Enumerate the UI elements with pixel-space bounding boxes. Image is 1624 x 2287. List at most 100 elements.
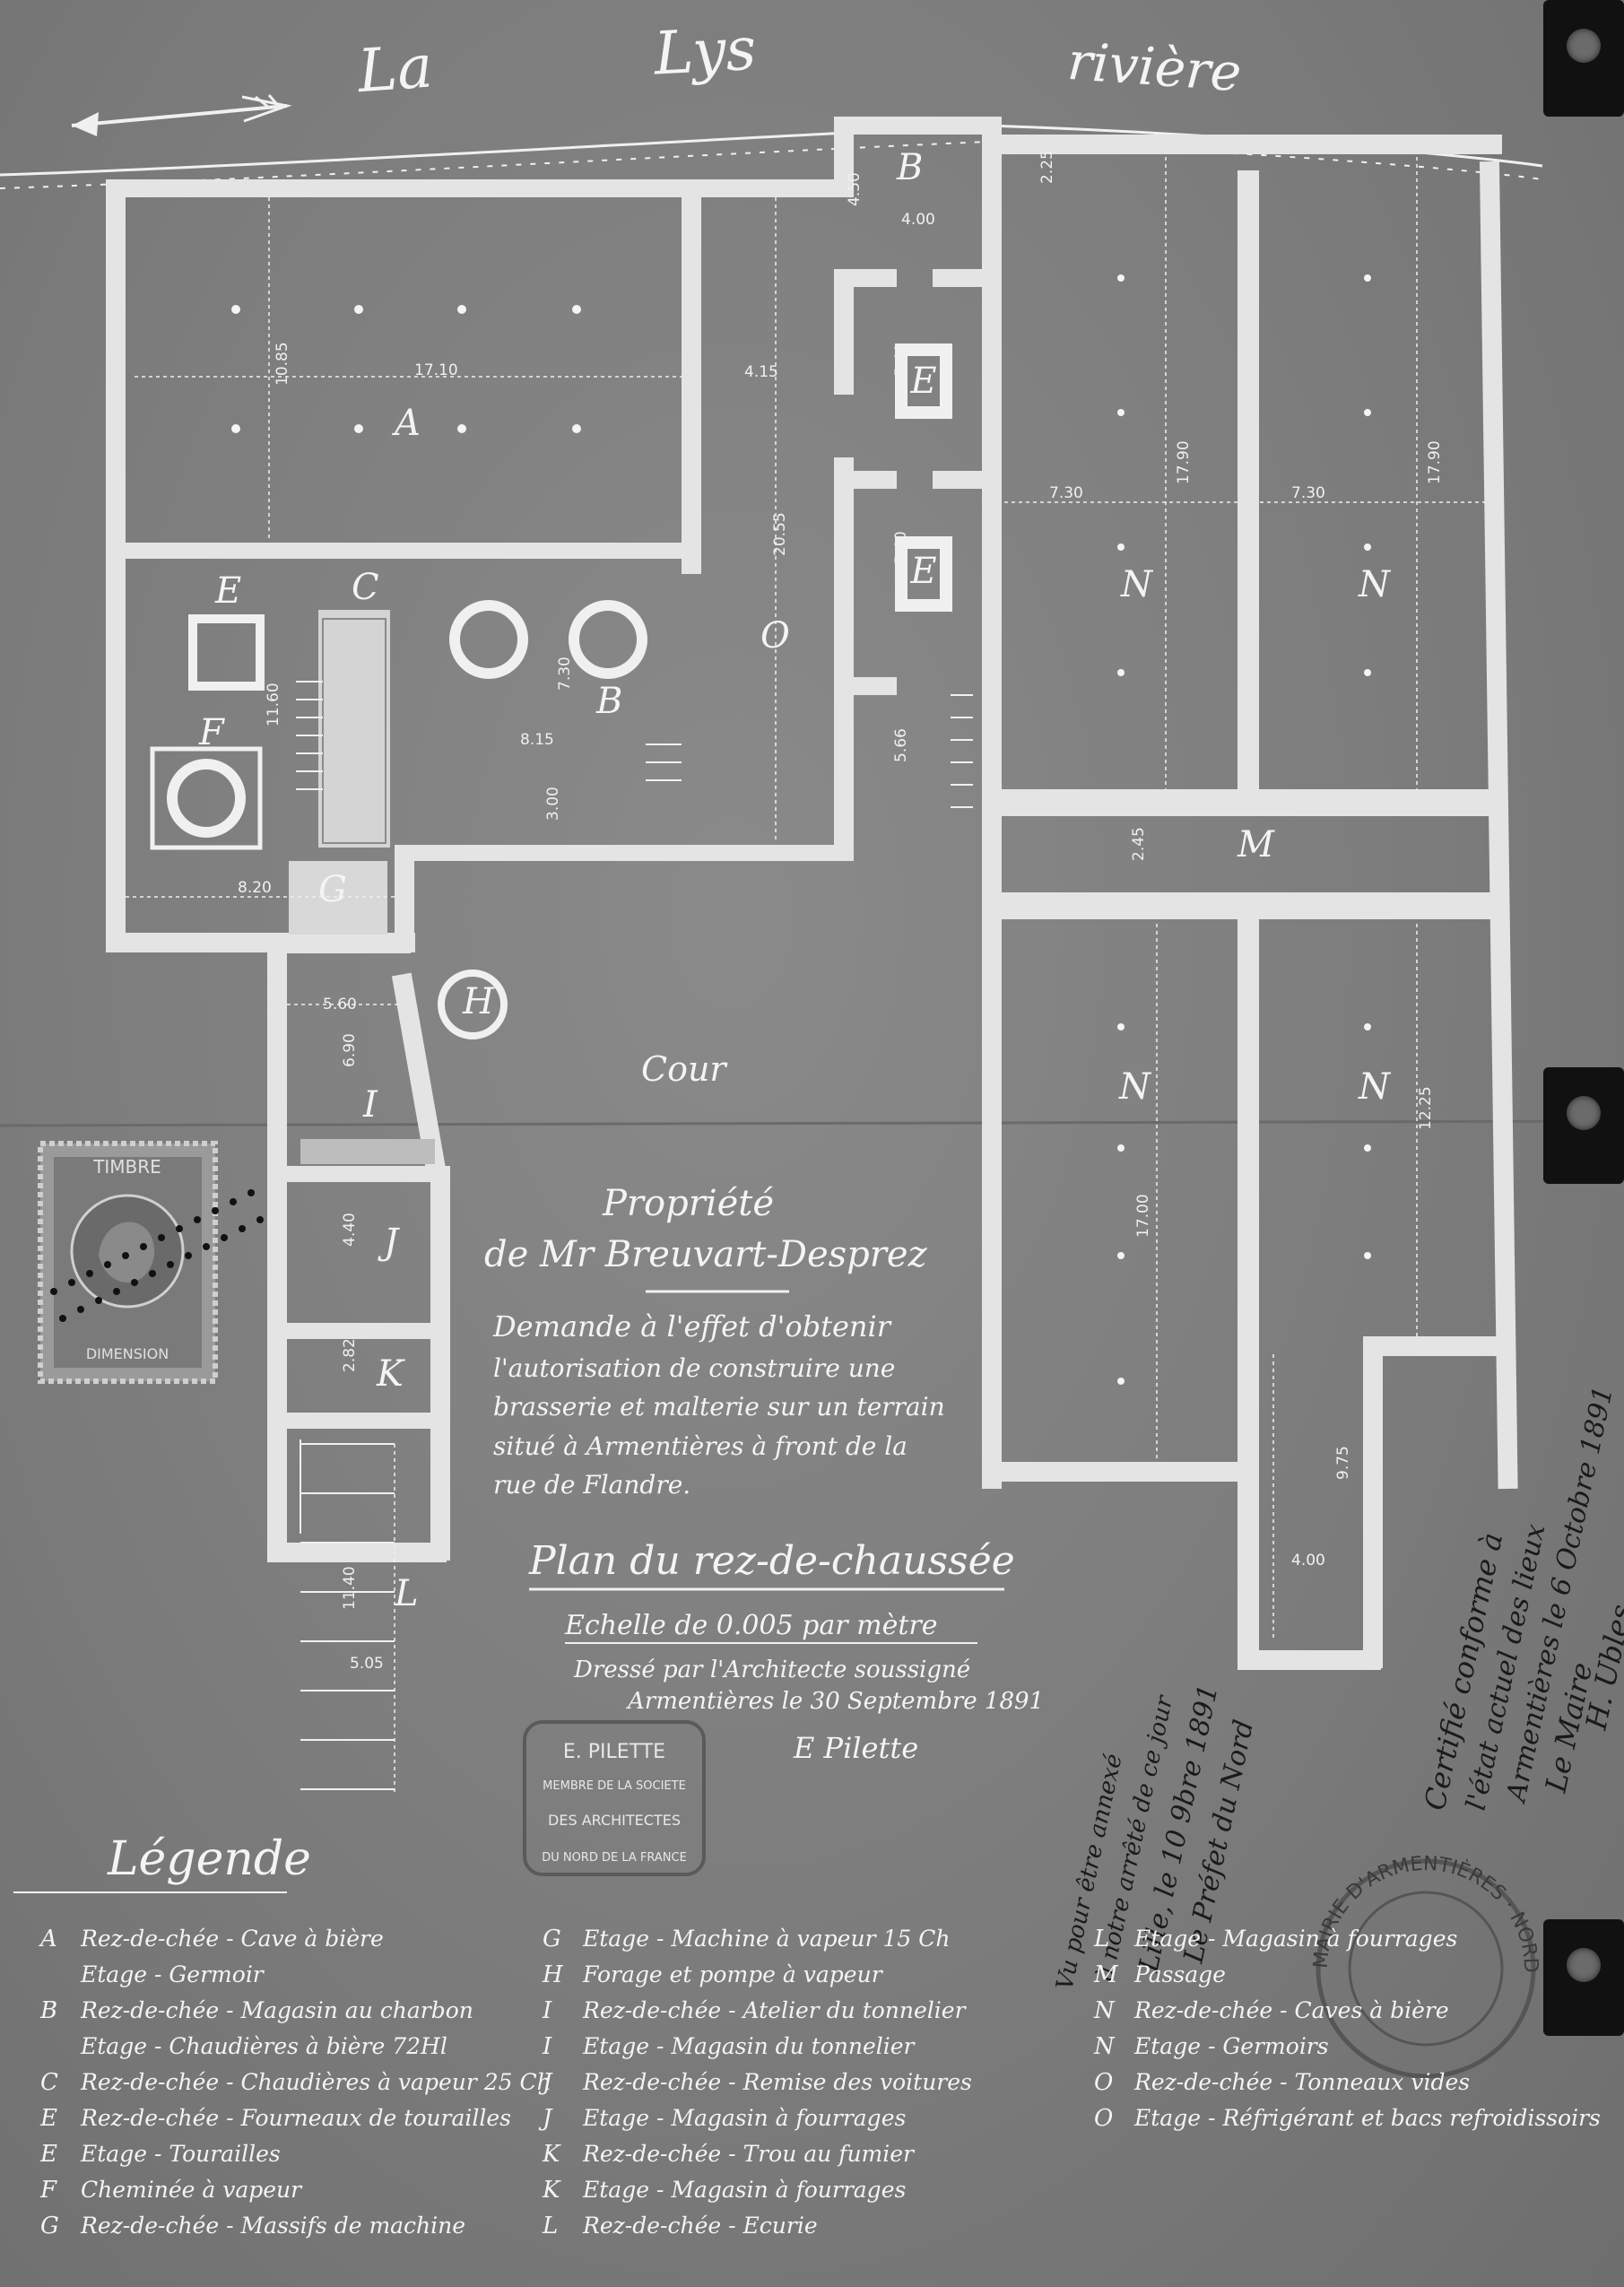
dim-n-h2: 17.90 — [1426, 440, 1444, 484]
legend-col-2-key: K — [542, 2141, 561, 2168]
dim-b-top-h: 4.50 — [846, 172, 864, 206]
title-demande-1: Demande à l'effet d'obtenir — [492, 1309, 892, 1344]
dim-a-height: 10.85 — [274, 342, 291, 386]
legend-col-2-key: J — [538, 2105, 553, 2132]
dim-a-width: 17.10 — [414, 361, 458, 379]
legend-col-3-entry: Passage — [1133, 1961, 1226, 1987]
dim-n-w2: 7.30 — [1291, 484, 1325, 502]
legend-col-3-entry: Rez-de-chée - Caves à bière — [1133, 1997, 1449, 2023]
legend-col-2-key: H — [542, 1961, 564, 1988]
room-label-l: L — [394, 1573, 419, 1614]
legend-col-2-entry: Rez-de-chée - Atelier du tonnelier — [582, 1997, 968, 2023]
legend-col-1-key: C — [40, 2069, 58, 2096]
mayor-annotation: Certifié conforme à l'état actuel des li… — [1418, 1384, 1624, 1813]
architect-stamp-line-4: DU NORD DE LA FRANCE — [542, 1851, 687, 1865]
room-label-h: H — [462, 981, 495, 1022]
fold-line — [0, 1119, 1624, 1127]
title-owner: de Mr Breuvart-Desprez — [484, 1234, 928, 1275]
legend-col-2-entry: Etage - Magasin à fourrages — [582, 2105, 906, 2131]
room-label-e-3: E — [909, 551, 936, 592]
mairie-seal-text: MAIRIE D'ARMENTIÈRES · NORD — [1310, 1853, 1542, 1973]
dim-b-top-w: 4.00 — [901, 211, 935, 229]
room-label-k: K — [376, 1353, 405, 1395]
dim-k-h: 2.82 — [341, 1338, 359, 1372]
courtyard-label: Cour — [641, 1049, 728, 1089]
binder-clip-bottom — [1543, 1919, 1624, 2036]
dresse-line-1: Dressé par l'Architecte soussigné — [573, 1657, 970, 1683]
legend-col-3-key: N — [1093, 2033, 1116, 2060]
legend-col-1-key: A — [39, 1926, 57, 1952]
legend-col-1-key: F — [39, 2177, 57, 2204]
legend-col-2-key: I — [542, 2033, 552, 2060]
binder-clip-middle — [1543, 1067, 1624, 1184]
architect-stamp-line-2: MEMBRE DE LA SOCIETE — [543, 1779, 686, 1793]
architect-stamp: E. PILETTE MEMBRE DE LA SOCIETE DES ARCH… — [523, 1720, 706, 1876]
dim-c-width: 8.15 — [520, 731, 554, 749]
room-label-n-1: N — [1120, 564, 1154, 605]
legend: Légende — [13, 1832, 311, 1893]
legend-col-2-entry: Rez-de-chée - Remise des voitures — [582, 2069, 972, 2095]
room-label-b-top: B — [896, 147, 923, 188]
timbre-stamp: TIMBRE DIMENSION — [38, 1141, 264, 1384]
dim-i-h: 6.90 — [341, 1033, 359, 1067]
legend-col-1-key: E — [39, 2141, 57, 2168]
dim-e-h1: 5.40 — [892, 343, 910, 377]
dim-n-b-h: 9.75 — [1334, 1446, 1352, 1480]
title-demande-2: l'autorisation de construire une — [493, 1353, 895, 1383]
dim-n-b-w: 4.00 — [1291, 1552, 1325, 1570]
legend-col-2-key: L — [542, 2213, 558, 2239]
binder-clip-top — [1543, 0, 1624, 117]
legend-col-2-entry: Forage et pompe à vapeur — [582, 1961, 884, 1987]
dim-n-h4: 12.25 — [1417, 1086, 1435, 1130]
river-label-riviere: rivière — [1065, 30, 1243, 103]
dim-o-width: 4.15 — [744, 363, 778, 381]
room-label-e-2: E — [909, 361, 936, 402]
legend-col-1-key: B — [39, 1997, 57, 2024]
architect-stamp-name: E. PILETTE — [563, 1741, 665, 1763]
dim-o-h3: 5.66 — [892, 728, 910, 762]
dim-l-w: 5.05 — [350, 1655, 384, 1673]
dim-i-w: 5.60 — [323, 996, 357, 1013]
legend-col-2-key: K — [542, 2177, 561, 2204]
legend-col-3-entry: Etage - Réfrigérant et bacs refroidissoi… — [1133, 2105, 1601, 2131]
river-label-la: La — [355, 31, 435, 106]
legend-col-1-key: G — [40, 2213, 59, 2239]
legend-col-1-entry: Rez-de-chée - Fourneaux de tourailles — [80, 2105, 511, 2131]
legend-col-1-key: E — [39, 2105, 57, 2132]
room-label-f: F — [198, 712, 225, 753]
legend-col-1-entry: Cheminée à vapeur — [81, 2177, 303, 2203]
legend-col-3-key: O — [1094, 2069, 1113, 2096]
room-label-n-2: N — [1358, 564, 1392, 605]
legend-col-2-entry: Rez-de-chée - Trou au fumier — [582, 2141, 916, 2167]
room-label-n-4: N — [1358, 1066, 1392, 1108]
legend-col-3-entry: Rez-de-chée - Tonneaux vides — [1133, 2069, 1470, 2095]
river-arrow-icon — [71, 94, 292, 136]
legend-col-2-key: J — [538, 2069, 553, 2096]
legend-col-2-entry: Etage - Machine à vapeur 15 Ch — [582, 1926, 950, 1952]
legend-col-1-entry: Rez-de-chée - Magasin au charbon — [80, 1997, 473, 2023]
room-label-a: A — [391, 403, 421, 444]
title-demande-4: situé à Armentières à front de la — [493, 1431, 908, 1461]
river-bank-dash — [0, 140, 1543, 189]
walls — [106, 117, 1518, 1670]
legend-col-1-entry: Rez-de-chée - Massifs de machine — [80, 2213, 465, 2239]
room-label-g: G — [318, 869, 347, 910]
dim-m-h: 2.45 — [1130, 827, 1148, 861]
legend-col-2-key: G — [543, 1926, 561, 1952]
legend-col-1-entry: Etage - Chaudières à bière 72Hl — [80, 2033, 447, 2059]
room-label-b: B — [595, 681, 622, 722]
room-label-c: C — [352, 567, 379, 608]
dim-e-h2: 5.40 — [892, 531, 910, 565]
legend-col-1-entry: Rez-de-chée - Cave à bière — [80, 1926, 384, 1952]
dim-n-h3: 17.00 — [1134, 1194, 1152, 1238]
dim-n-w1: 7.30 — [1049, 484, 1083, 502]
legend-col-2-entry: Etage - Magasin du tonnelier — [582, 2033, 916, 2059]
dresse-line-2: Armentières le 30 Septembre 1891 — [626, 1688, 1044, 1715]
mairie-seal: MAIRIE D'ARMENTIÈRES · NORD — [1310, 1853, 1542, 2079]
room-label-o: O — [760, 615, 790, 657]
dim-n-top: 2.25 — [1038, 150, 1056, 184]
legend-col-3-key: O — [1094, 2105, 1113, 2132]
room-label-i: I — [362, 1084, 378, 1126]
